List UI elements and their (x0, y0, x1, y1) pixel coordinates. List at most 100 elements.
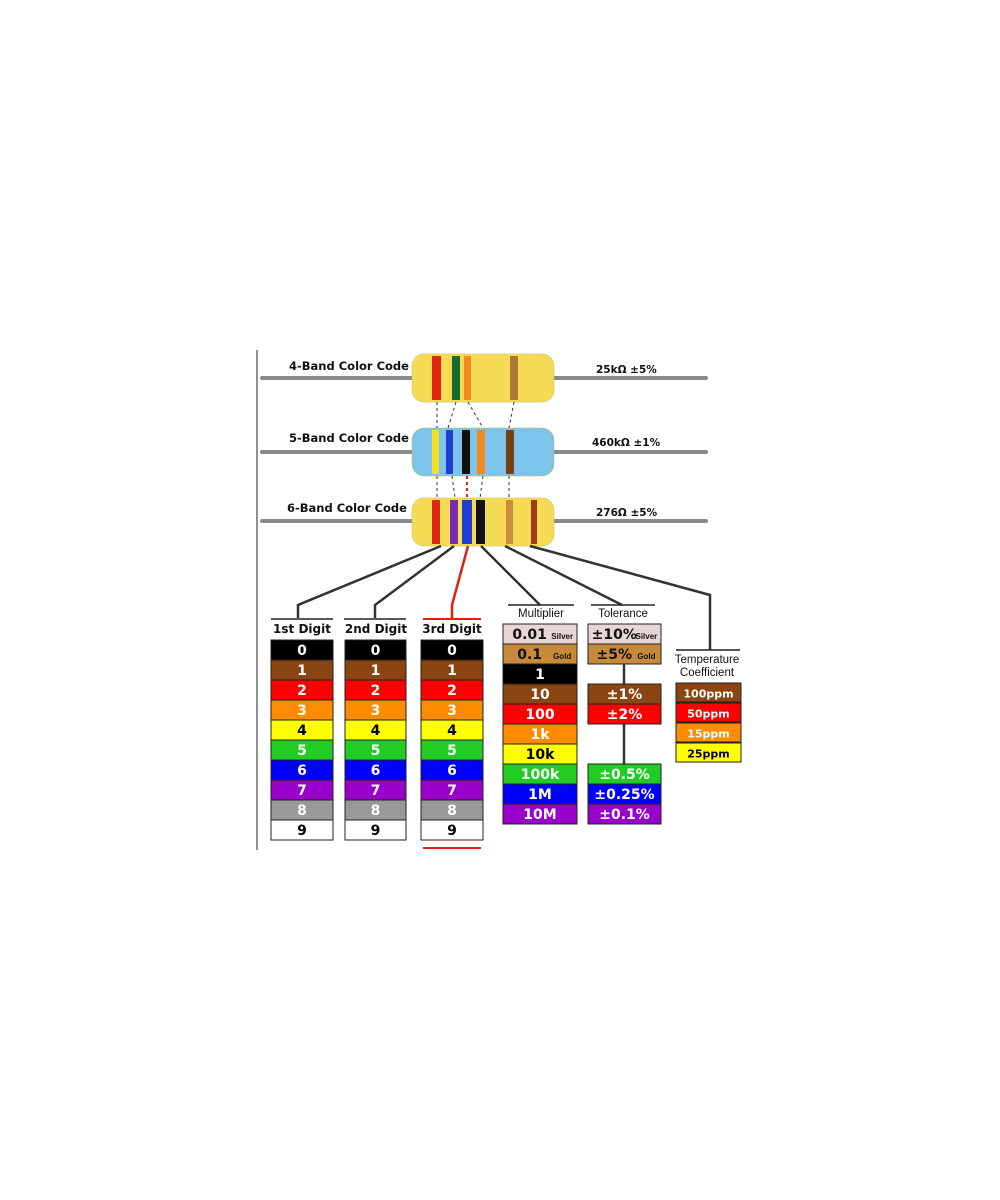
cell-value: ±5% (597, 647, 633, 663)
table-cell (587, 703, 662, 725)
table-row: 1 (270, 659, 334, 681)
cell-value: 0 (297, 643, 307, 659)
table-1st-digit: 0 12 3 45 6 789 (270, 639, 334, 841)
table-row: 100ppm (675, 682, 742, 703)
cell-value: 4 (297, 723, 307, 739)
resistor-band (452, 356, 460, 400)
cell-value: 2 (371, 683, 381, 699)
resistor-label: 5-Band Color Code (289, 431, 409, 445)
cell-value: 1k (530, 727, 550, 743)
table-row: 25ppm (675, 742, 742, 763)
table-cell (675, 722, 742, 743)
table-row: 8 (344, 799, 407, 821)
header-temperature-line1: Temperature (675, 654, 740, 666)
resistor-band (476, 500, 485, 544)
cell-value: 0.1 (517, 647, 542, 663)
resistor-band (446, 430, 453, 474)
resistor-band (506, 500, 513, 544)
table-row: 2 (420, 679, 484, 701)
table-row: 6 (420, 759, 484, 781)
table-row: 0 (420, 639, 484, 661)
cell-value: 10 (530, 687, 550, 703)
resistor-band (464, 356, 471, 400)
table-row: ±1% (587, 683, 662, 705)
table-row: 5 (270, 739, 334, 761)
cell-value: 4 (371, 723, 381, 739)
resistor-band (506, 430, 514, 474)
header-3rd-digit: 3rd Digit (422, 622, 482, 636)
resistor-value: 25kΩ ±5% (596, 364, 657, 376)
resistor-5-band: 5-Band Color Code 460kΩ ±1% (260, 427, 708, 477)
connector-multiplier (480, 545, 541, 606)
cell-value: 50ppm (687, 708, 730, 721)
table-row: 1k (502, 723, 578, 745)
table-cell (420, 819, 484, 841)
cell-value: 5 (371, 743, 381, 759)
resistor-bands (432, 500, 537, 544)
header-2nd-digit: 2nd Digit (345, 622, 407, 636)
resistor-bands (432, 430, 514, 474)
cell-value: 100k (521, 767, 560, 783)
cell-value: 3 (447, 703, 457, 719)
band-guide (467, 401, 484, 429)
table-row: 5 (420, 739, 484, 761)
cell-value: 7 (297, 783, 307, 799)
cell-value: 1 (297, 663, 307, 679)
band-guide (447, 401, 457, 429)
cell-value: 10M (523, 807, 556, 823)
cell-value: 3 (297, 703, 307, 719)
table-row: ±0.25% (587, 783, 662, 805)
table-temperature-coefficient: 100ppm 50ppm 15ppm 25ppm (675, 682, 742, 763)
table-row: ±10%Silver (587, 623, 662, 645)
cell-value: 15ppm (687, 728, 730, 741)
table-row: 4 (420, 719, 484, 741)
table-row: 9 (270, 819, 334, 841)
table-row: ±0.1% (587, 803, 662, 825)
cell-value: 9 (447, 823, 457, 839)
band-alignment-guides (436, 401, 515, 499)
resistor-band (531, 500, 537, 544)
band-guide (508, 401, 515, 429)
table-row: 6 (344, 759, 407, 781)
resistor-band (432, 500, 440, 544)
table-row: 10M (502, 803, 578, 825)
cell-value: 1 (447, 663, 457, 679)
table-row: 1 (502, 663, 578, 685)
band-guide (451, 475, 456, 499)
table-row: 0 (270, 639, 334, 661)
resistor-bands (432, 356, 518, 400)
table-cell (344, 819, 407, 841)
cell-value: 3 (371, 703, 381, 719)
column-headers: 1st Digit 2nd Digit 3rd Digit Multiplier… (271, 604, 740, 849)
resistor-band (462, 500, 472, 544)
table-cell (675, 742, 742, 763)
table-row: 8 (270, 799, 334, 821)
cell-value: 4 (447, 723, 457, 739)
resistor-4-band: 4-Band Color Code 25kΩ ±5% (260, 353, 708, 403)
table-tolerance: ±10%Silver±5%Gold±1%±2%±0.5%±0.25%±0.1% (587, 623, 662, 825)
table-row: 8 (420, 799, 484, 821)
connector-lines (296, 544, 712, 764)
connector-3rd-digit (450, 545, 470, 618)
cell-value: 25ppm (687, 748, 730, 761)
resistor-band (477, 430, 485, 474)
table-row: 2 (270, 679, 334, 701)
cell-value: 10k (526, 747, 555, 763)
cell-value: 6 (297, 763, 307, 779)
resistor-band (432, 356, 441, 400)
table-row: 100k (502, 763, 578, 785)
header-multiplier: Multiplier (518, 608, 564, 620)
connector-2nd-digit (373, 544, 455, 618)
resistor-6-band: 6-Band Color Code 276Ω ±5% (260, 497, 708, 547)
table-row: 7 (420, 779, 484, 801)
cell-value: 1 (535, 667, 545, 683)
cell-value: 6 (371, 763, 381, 779)
table-row: 50ppm (675, 702, 742, 723)
cell-value: ±0.1% (599, 807, 650, 823)
resistor-band (510, 356, 518, 400)
table-row: 100 (502, 703, 578, 725)
cell-value: 7 (371, 783, 381, 799)
cell-value: ±1% (607, 687, 643, 703)
